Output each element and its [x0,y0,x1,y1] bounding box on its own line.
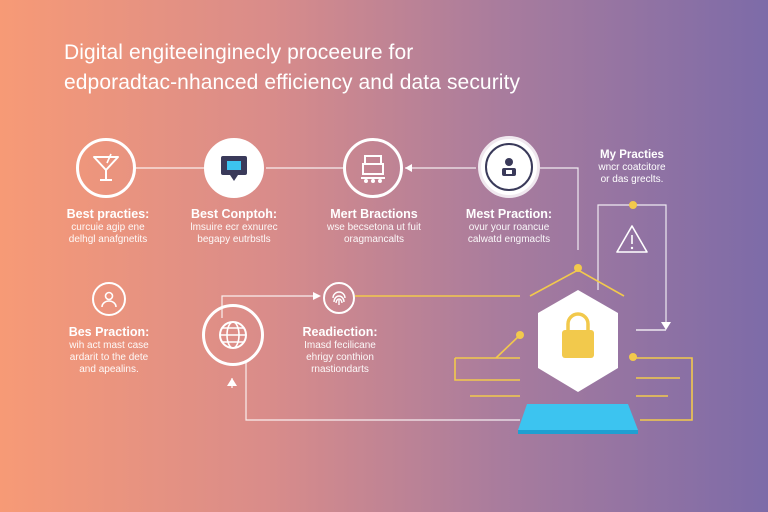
row2-label-2-head: Readiection: [302,325,378,339]
node-icon-2 [204,138,264,198]
row2-label-1: Bes Praction: wih act mast case ardarit … [54,324,164,376]
node-label-3: Mert Bractions wse becsetona ut fuit ora… [310,206,438,246]
node-label-1-sub1: curcuie agip ene [71,222,145,233]
side-label-sub2: or das greclts. [600,174,664,185]
machine-icon [361,155,385,183]
lock-icon [562,312,594,358]
title-line-1: Digital engiteeinginecly proceeure for [64,41,414,64]
security-platform [518,404,638,434]
node-label-2-head: Best Conptoh: [190,207,278,221]
node-label-1-head: Best practies: [66,207,150,221]
node-icon-3 [343,138,403,198]
node-label-3-sub1: wse becsetona ut fuit [327,222,421,233]
person-icon [101,291,117,308]
warning-icon [616,225,648,253]
row2-icon-1 [92,282,126,316]
globe-icon [219,321,247,349]
node-label-4-sub2: calwatd engmaclts [467,234,551,245]
user-badge-icon [502,158,516,176]
monitor-icon [221,156,247,181]
globe-node [202,304,264,366]
row2-label-1-sub2: ardarit to the dete [69,352,149,363]
side-label: My Practies wncr coatcitore or das grecl… [582,148,682,186]
row2-label-2: Readiection: Imasd fecilicane ehrigy con… [284,324,396,376]
node-label-2: Best Conptoh: lmsuire ecr exnurec begapy… [172,206,296,246]
row2-icon-2 [323,282,355,314]
shield-icon [538,290,618,392]
row2-label-1-head: Bes Praction: [68,325,150,339]
title-line-2: edporadtac-nhanced efficiency and data s… [64,71,521,94]
row2-label-2-sub3: rnastiondarts [311,364,369,375]
node-label-1-sub2: delhgl anafgnetits [68,234,148,245]
node-label-4-sub1: ovur your roancue [468,222,550,233]
node-label-1: Best practies: curcuie agip ene delhgl a… [48,206,168,246]
cocktail-glass-icon [93,153,119,181]
row2-label-2-sub2: ehrigy conthion [306,352,374,363]
node-icon-4 [478,136,540,198]
fingerprint-icon [332,291,346,305]
row2-label-2-sub1: Imasd fecilicane [304,340,376,351]
node-icon-1 [76,138,136,198]
node-label-3-head: Mert Bractions [330,207,418,221]
side-label-head: My Practies [600,149,664,161]
page-title: Digital engiteeinginecly proceeure for e… [64,38,704,98]
node-label-3-sub2: oragmancalts [343,234,405,245]
node-label-2-sub1: lmsuire ecr exnurec [190,222,278,233]
node-label-4: Mest Praction: ovur your roancue calwatd… [448,206,570,246]
side-label-sub1: wncr coatcitore [598,162,666,173]
node-label-2-sub2: begapy eutrbstls [197,234,271,245]
node-label-4-head: Mest Praction: [465,207,553,221]
row2-label-1-sub3: and apealins. [79,364,139,375]
row2-label-1-sub1: wih act mast case [69,340,149,351]
